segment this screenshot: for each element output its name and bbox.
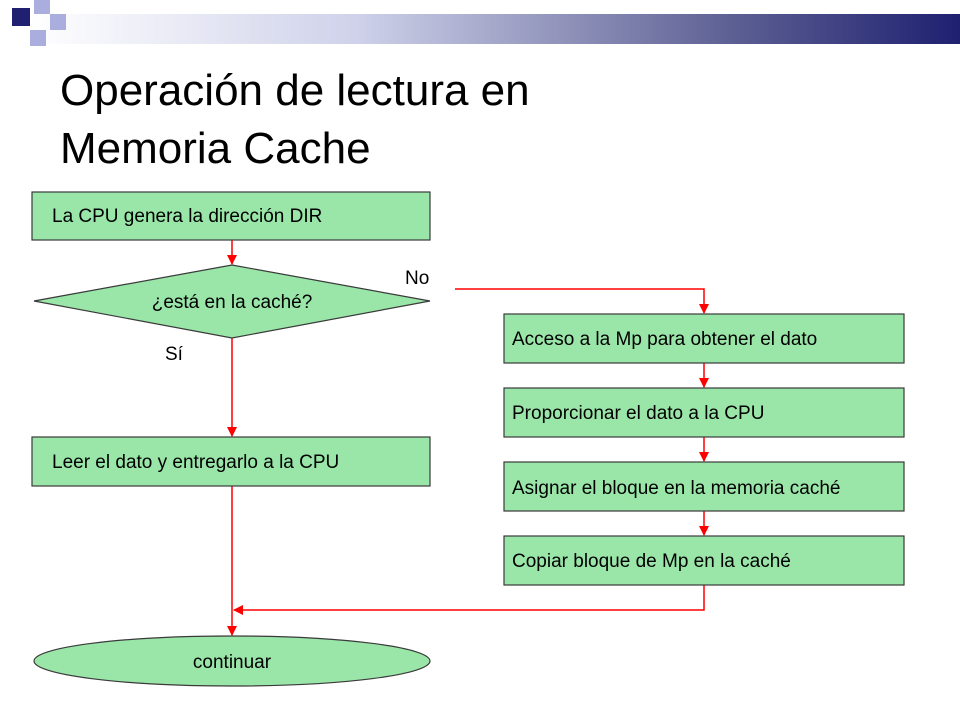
node-decision: ¿está en la caché? — [33, 264, 431, 339]
node-hit-box — [31, 436, 431, 487]
node-start: La CPU genera la dirección DIR — [31, 191, 431, 241]
logo-square-dark — [12, 8, 30, 26]
node-miss-step-4-box — [503, 535, 905, 586]
node-miss-step-4: Copiar bloque de Mp en la caché — [503, 535, 905, 586]
node-miss-step-4-label: Copiar bloque de Mp en la caché — [512, 551, 791, 572]
logo-square-light-3 — [30, 30, 46, 46]
page-title: Operación de lectura en Memoria Cache — [60, 62, 530, 178]
arrow-miss-to-join — [233, 585, 705, 615]
logo-square-light-2 — [50, 14, 66, 30]
edge-label-no: No — [405, 268, 429, 289]
node-end-label: continuar — [193, 652, 272, 673]
node-hit-label: Leer el dato y entregarlo a la CPU — [52, 452, 339, 473]
node-end: continuar — [33, 635, 431, 687]
node-miss-step-3-label: Asignar el bloque en la memoria caché — [512, 478, 840, 499]
node-start-box — [31, 191, 431, 241]
connectors — [227, 240, 709, 636]
node-start-label: La CPU genera la dirección DIR — [52, 206, 322, 227]
logo-square-light — [34, 0, 50, 14]
node-miss-step-2-label: Proporcionar el dato a la CPU — [512, 403, 764, 424]
edge-label-yes: Sí — [165, 344, 184, 365]
header-gradient-bar — [30, 14, 960, 44]
node-hit-action: Leer el dato y entregarlo a la CPU — [31, 436, 431, 487]
node-miss-step-1-label: Acceso a la Mp para obtener el dato — [512, 329, 817, 350]
title-line-1: Operación de lectura en — [60, 66, 530, 115]
node-end-shape — [33, 635, 431, 687]
arrow-decision-no-to-miss — [455, 288, 709, 314]
node-miss-step-3-box — [503, 461, 905, 512]
node-decision-shape — [33, 264, 431, 339]
node-miss-step-1-box — [503, 313, 905, 364]
node-miss-step-2-box — [503, 387, 905, 438]
node-miss-step-1: Acceso a la Mp para obtener el dato — [503, 313, 905, 364]
node-miss-step-3: Asignar el bloque en la memoria caché — [503, 461, 905, 512]
node-decision-label: ¿está en la caché? — [152, 292, 313, 313]
node-miss-step-2: Proporcionar el dato a la CPU — [503, 387, 905, 438]
title-line-2: Memoria Cache — [60, 124, 371, 173]
